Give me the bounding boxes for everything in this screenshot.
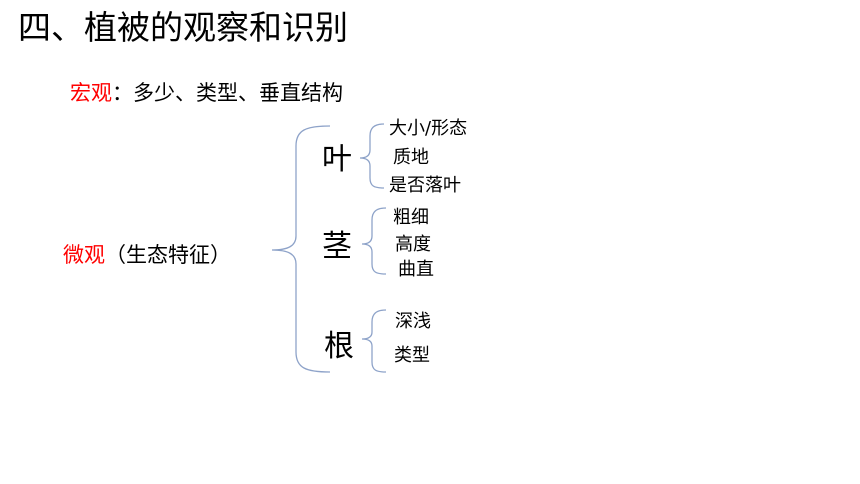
organ-root: 根 [324, 329, 354, 364]
micro-note: （生态特征） [105, 243, 231, 267]
organ-stem: 茎 [322, 229, 352, 264]
trait-stem-thickness: 粗细 [393, 207, 429, 228]
micro-label: 微观 [63, 243, 105, 267]
macro-separator: ： [112, 81, 133, 105]
trait-stem-height: 高度 [395, 234, 431, 255]
trait-leaf-size: 大小/形态 [389, 118, 468, 139]
main-brace [271, 125, 331, 373]
root-brace [361, 309, 387, 373]
trait-root-depth: 深浅 [395, 311, 431, 332]
page-title: 四、植被的观察和识别 [18, 8, 348, 47]
trait-leaf-deciduous: 是否落叶 [389, 175, 461, 196]
organ-leaf: 叶 [322, 142, 352, 177]
trait-root-type: 类型 [394, 345, 430, 366]
trait-leaf-texture: 质地 [393, 147, 429, 168]
stem-brace [361, 207, 387, 275]
macro-label: 宏观 [70, 81, 112, 105]
macro-line: 宏观：多少、类型、垂直结构 [70, 78, 343, 108]
trait-stem-curvature: 曲直 [398, 259, 434, 280]
macro-content: 多少、类型、垂直结构 [133, 81, 343, 105]
micro-line: 微观（生态特征） [63, 240, 231, 270]
leaf-brace [359, 123, 385, 189]
